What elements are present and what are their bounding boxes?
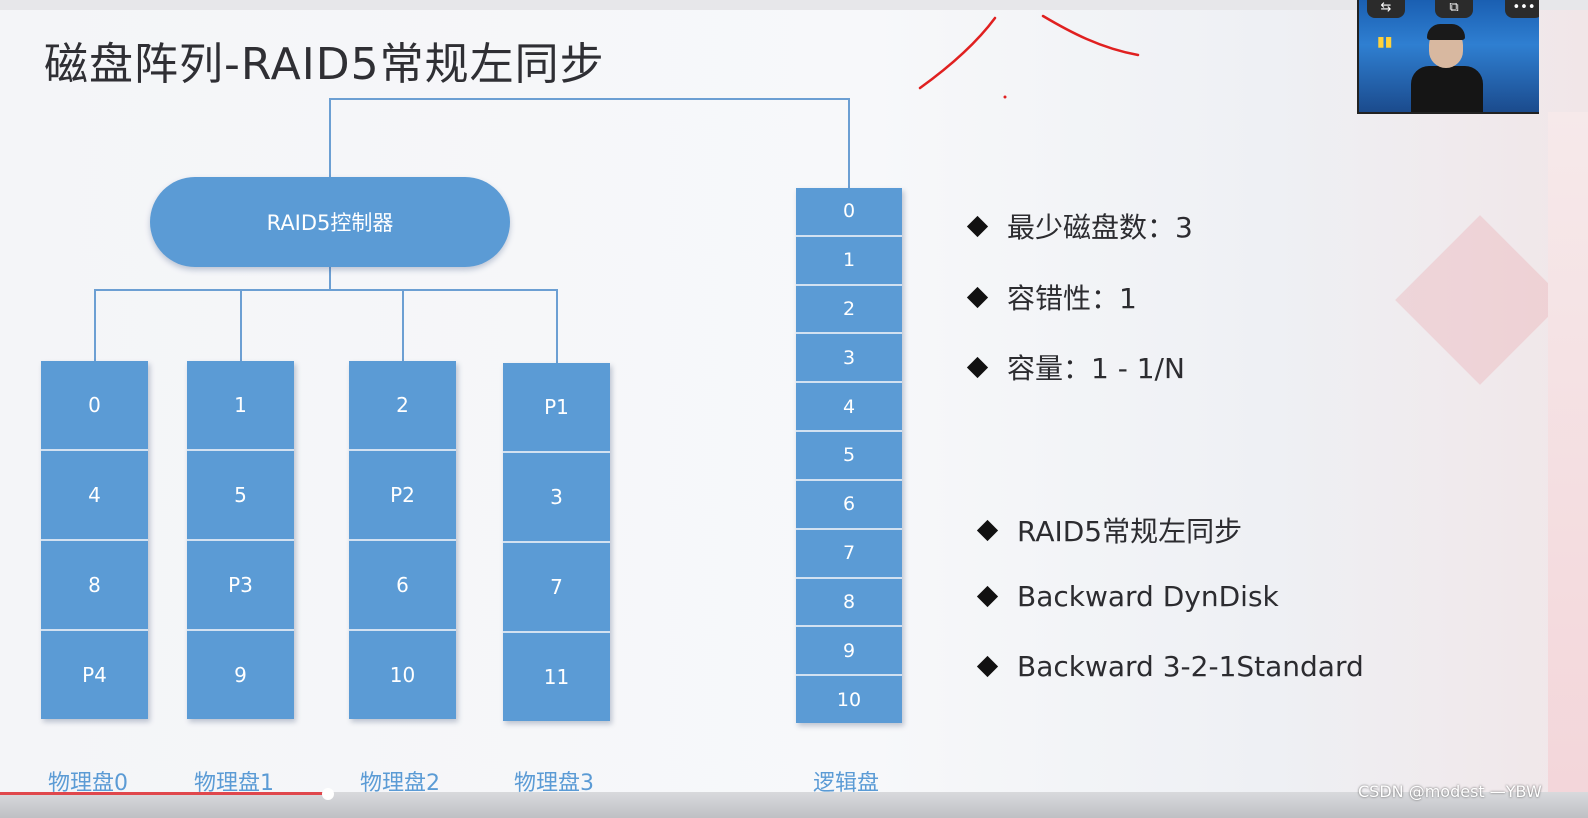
algorithm-bullet: Backward 3-2-1Standard — [976, 650, 1364, 683]
video-control-bar[interactable] — [0, 788, 1588, 818]
disk-cell: P1 — [503, 363, 610, 453]
diamond-icon — [976, 655, 999, 678]
disk-cell: 2 — [349, 361, 456, 451]
disk-cell: 0 — [41, 361, 148, 451]
physical-disk-2: 2 P2 6 10 — [349, 361, 456, 719]
popout-icon[interactable]: ⧉ — [1435, 0, 1473, 18]
background-decoration — [1395, 215, 1565, 385]
logical-cell: 7 — [796, 529, 902, 579]
connector-logical-down — [848, 98, 850, 188]
logical-cell: 6 — [796, 480, 902, 530]
disk-cell: 9 — [187, 631, 294, 719]
seek-progress[interactable] — [0, 792, 330, 795]
disk-cell: 3 — [503, 453, 610, 543]
physical-disk-0: 0 4 8 P4 — [41, 361, 148, 719]
diamond-icon — [966, 356, 989, 378]
physical-disk-0-label: 物理盘0 — [48, 771, 128, 796]
logical-cell: 2 — [796, 285, 902, 335]
seek-knob[interactable] — [322, 788, 334, 800]
logical-cell: 8 — [796, 578, 902, 628]
algorithm-bullet: Backward DynDisk — [976, 580, 1279, 613]
property-text: 最少磁盘数：3 — [1007, 211, 1193, 244]
diamond-icon — [976, 585, 999, 608]
connector-disk2 — [402, 289, 404, 361]
physical-disk-3-label: 物理盘3 — [514, 771, 594, 796]
disk-cell: P2 — [349, 451, 456, 541]
disk-cell: 6 — [349, 541, 456, 631]
disk-cell: 8 — [41, 541, 148, 631]
connector-disk0 — [94, 289, 96, 361]
property-text: 容量：1 - 1/N — [1007, 352, 1185, 385]
logical-cell: 1 — [796, 236, 902, 286]
logical-cell: 10 — [796, 676, 902, 723]
connector-disk1 — [240, 289, 242, 361]
disk-cell: 7 — [503, 543, 610, 633]
property-bullet: 最少磁盘数：3 — [966, 206, 1193, 246]
presenter-body — [1411, 66, 1483, 112]
webcam-banner: ▮▮ — [1377, 34, 1393, 50]
diamond-icon — [966, 215, 989, 237]
connector-controller-down — [329, 266, 331, 290]
window-top-bar — [0, 0, 1588, 10]
disk-cell: 10 — [349, 631, 456, 719]
raid5-controller: RAID5控制器 — [150, 177, 510, 267]
diamond-icon — [966, 286, 989, 308]
more-icon[interactable]: ••• — [1505, 0, 1539, 18]
property-text: 容错性：1 — [1007, 282, 1137, 315]
disk-cell: P4 — [41, 631, 148, 719]
disk-cell: 1 — [187, 361, 294, 451]
logical-disk: 0 1 2 3 4 5 6 7 8 9 10 — [796, 188, 902, 723]
property-bullet: 容错性：1 — [966, 277, 1137, 317]
logical-cell: 4 — [796, 383, 902, 433]
logical-cell: 0 — [796, 188, 902, 237]
slide-title: 磁盘阵列-RAID5常规左同步 — [44, 39, 605, 90]
screen-share-icon[interactable]: ⇆ — [1367, 0, 1405, 18]
algorithm-bullet: RAID5常规左同步 — [976, 510, 1243, 550]
diamond-icon — [976, 519, 999, 541]
algorithm-text: Backward 3-2-1Standard — [1017, 650, 1364, 683]
connector-controller-up — [329, 98, 331, 178]
presenter-webcam[interactable]: ▮▮ ⇆ ⧉ ••• — [1357, 0, 1539, 114]
logical-cell: 3 — [796, 334, 902, 384]
pen-annotation — [918, 14, 1140, 99]
physical-disk-1: 1 5 P3 9 — [187, 361, 294, 719]
connector-disk-bus — [94, 289, 558, 291]
slide-right-edge — [1548, 112, 1588, 792]
disk-cell: 5 — [187, 451, 294, 541]
csdn-watermark: CSDN @modest —YBW — [1358, 782, 1542, 801]
physical-disk-3: P1 3 7 11 — [503, 363, 610, 721]
property-bullet: 容量：1 - 1/N — [966, 347, 1185, 387]
connector-top-horizontal — [329, 98, 850, 100]
disk-cell: 11 — [503, 633, 610, 721]
connector-disk3 — [556, 289, 558, 363]
logical-cell: 5 — [796, 432, 902, 481]
logical-disk-label: 逻辑盘 — [813, 771, 880, 796]
disk-cell: 4 — [41, 451, 148, 541]
physical-disk-2-label: 物理盘2 — [360, 771, 440, 796]
algorithm-text: Backward DynDisk — [1017, 580, 1279, 613]
logical-cell: 9 — [796, 627, 902, 677]
presenter-hair — [1427, 24, 1465, 40]
algorithm-text: RAID5常规左同步 — [1017, 515, 1243, 548]
physical-disk-1-label: 物理盘1 — [194, 771, 274, 796]
disk-cell: P3 — [187, 541, 294, 631]
